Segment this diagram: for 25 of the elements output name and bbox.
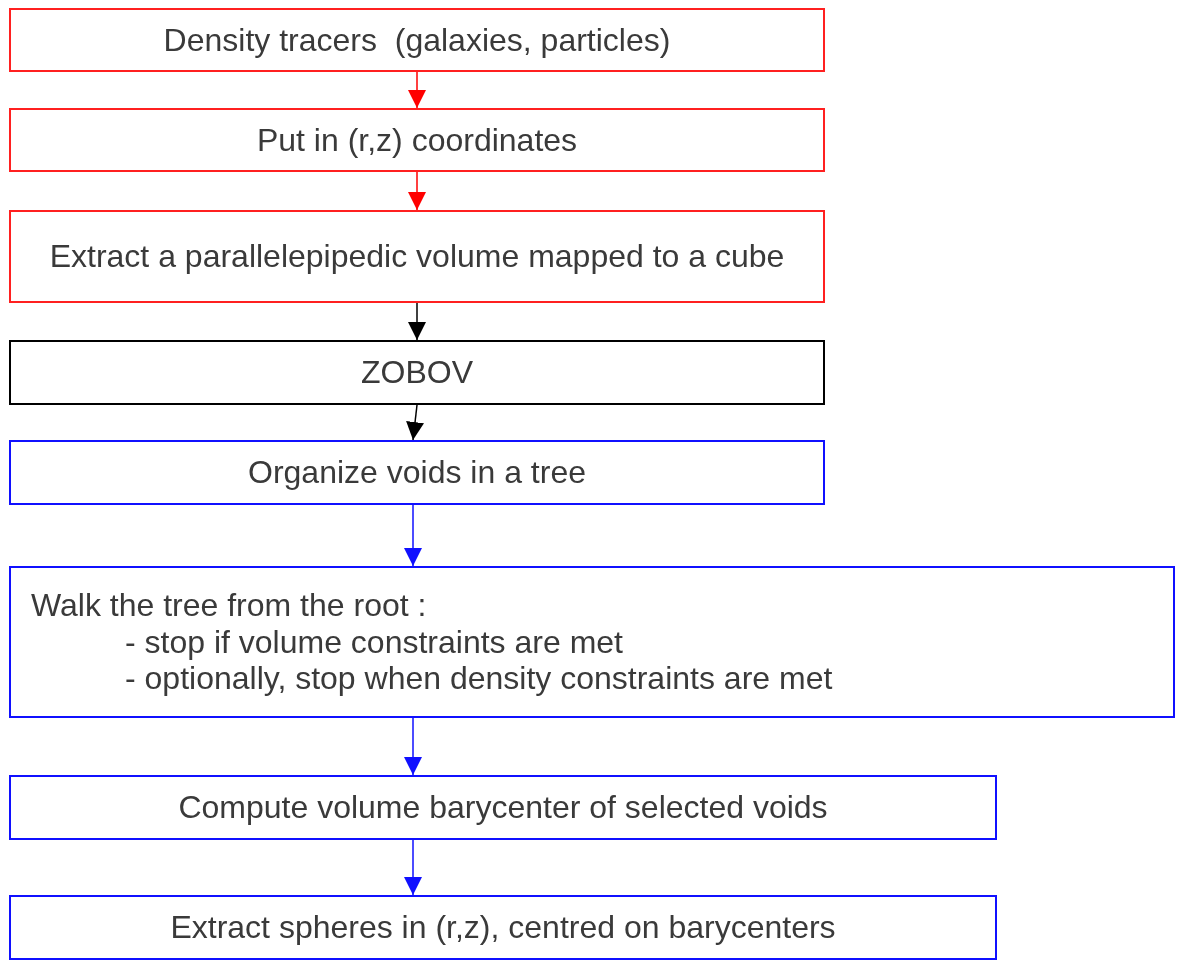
arrow <box>404 717 422 776</box>
box-text: Density tracers (galaxies, particles) <box>163 21 671 59</box>
box-text: Walk the tree from the root : <box>31 586 427 624</box>
arrow <box>408 71 426 109</box>
box-text: Compute volume barycenter of selected voids <box>178 789 828 826</box>
box-text: Extract a parallelepipedic volume mapped to a cube <box>49 238 785 275</box>
process-box <box>9 775 997 840</box>
box-text: - optionally, stop when density constraints are met <box>124 660 833 698</box>
process-box <box>9 210 825 303</box>
arrow <box>408 302 426 341</box>
box-text: Put in (r,z) coordinates <box>256 121 578 159</box>
box-text: Extract spheres in (r,z), centred on barycenters <box>170 909 836 946</box>
process-box <box>9 440 825 505</box>
box-text: Organize voids in a tree <box>248 454 586 491</box>
process-box <box>9 566 1175 718</box>
arrow <box>406 404 424 441</box>
arrow <box>408 171 426 211</box>
box-text: - stop if volume constraints are met <box>124 623 623 661</box>
box-text: ZOBOV <box>361 354 473 391</box>
process-box <box>9 108 825 172</box>
process-box <box>9 8 825 72</box>
process-box <box>9 895 997 960</box>
arrow <box>404 839 422 896</box>
arrow <box>404 504 422 567</box>
process-box <box>9 340 825 405</box>
